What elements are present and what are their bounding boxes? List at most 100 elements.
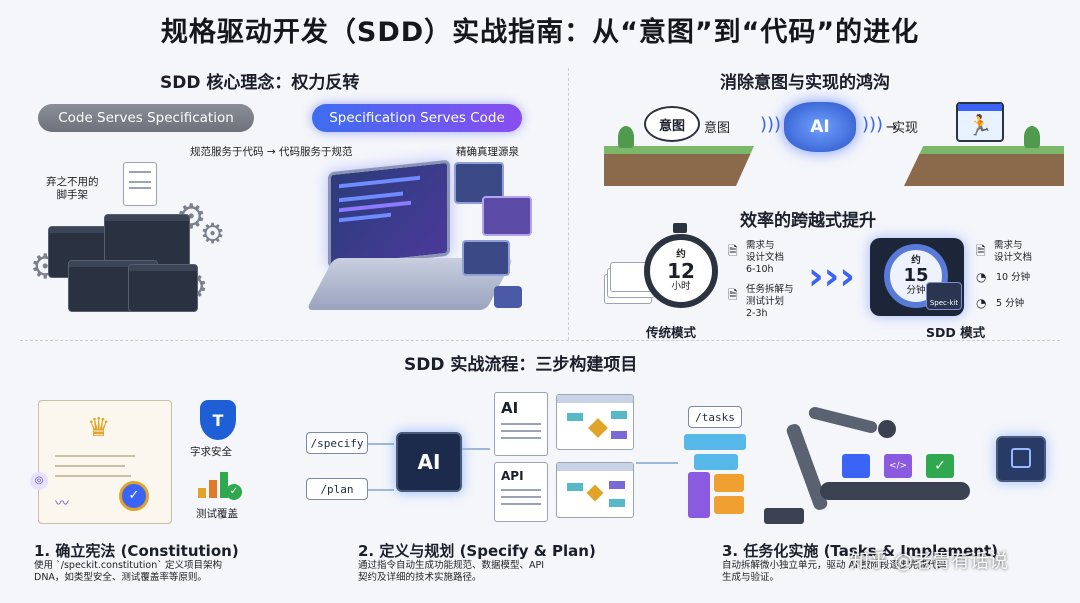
stopwatch-button-icon — [673, 223, 687, 233]
connector-line — [462, 448, 490, 450]
sdd-item-10min: 10 分钟 — [996, 272, 1031, 283]
task-block — [714, 474, 744, 492]
tree-icon — [1024, 126, 1040, 148]
sdd-mode-label: SDD 模式 — [926, 325, 986, 340]
task-block — [714, 496, 744, 514]
task-block — [684, 434, 746, 450]
gap-illustration: 意图 意图 AI ))) ))) 实现 → 🏃 — [604, 96, 1064, 188]
connector-line — [368, 489, 394, 491]
bar-chart-icon: ✓ — [198, 468, 242, 500]
floating-panel — [494, 286, 522, 308]
sdd-item-5min: 5 分钟 — [996, 298, 1025, 309]
sdd-time-prefix: 约 — [911, 255, 921, 267]
check-icon: ✓ — [226, 484, 242, 500]
task-block — [694, 454, 738, 470]
section-divider-horizontal — [20, 340, 1060, 341]
trad-item-design-docs: 需求与 设计文档 6-10h — [746, 240, 785, 275]
test-coverage-label: 测试覆盖 — [196, 508, 238, 520]
sdd-item-design-docs: 需求与 设计文档 — [994, 240, 1033, 263]
tree-icon — [618, 126, 634, 148]
trad-time-prefix: 约 — [676, 249, 686, 261]
floating-panel — [454, 162, 504, 204]
intent-label: 意图 — [704, 121, 731, 136]
flowchart-window — [556, 462, 634, 518]
impl-label: 实现 — [892, 121, 919, 136]
stopwatch-sdd: 约 15 分钟 — [884, 244, 948, 308]
scaffold-label: 弃之不用的 脚手架 — [46, 176, 99, 202]
step1-desc: 使用 `/speckit.constitution` 定义项目架构 DNA，如类… — [34, 560, 222, 583]
sdd-device: 约 15 分钟 Spec-kit — [870, 238, 964, 316]
ai-brain-icon: AI — [784, 102, 856, 152]
pill-spec-serves-code: Specification Serves Code — [312, 104, 522, 132]
reverse-caption: 规范服务于代码 → 代码服务于规范 — [190, 146, 353, 158]
check-icon: ✓ — [926, 454, 954, 478]
clock-icon: ◔ — [976, 270, 987, 284]
trad-time-value: 12 — [667, 259, 695, 283]
trad-time-unit: 小时 — [671, 281, 691, 292]
step3-title: 3. 任务化实施 (Tasks & Implement) — [722, 542, 998, 560]
tasks-command: /tasks — [688, 406, 742, 428]
floating-panel — [482, 196, 532, 236]
task-block — [688, 472, 710, 518]
ai-chip-icon: AI — [396, 432, 462, 492]
robot-arm — [785, 422, 829, 512]
robot-joint — [878, 420, 896, 438]
laptop-illustration — [306, 159, 536, 332]
document-icon: 🗎 — [728, 288, 738, 302]
right-cliff — [904, 146, 1064, 186]
section-divider-vertical — [568, 68, 569, 340]
flowchart-window — [556, 394, 634, 450]
intent-bubble: 意图 — [644, 106, 700, 142]
gap-heading: 消除意图与实现的鸿沟 — [720, 73, 890, 93]
scaffold-illustration: ⚙ ⚙ ⚙ ⚙ — [28, 160, 248, 320]
plan-command: /plan — [306, 478, 368, 500]
code-block-icon — [842, 454, 870, 478]
connector-line — [636, 462, 678, 464]
efficiency-heading: 效率的跨越式提升 — [740, 211, 876, 231]
laptop-screen — [328, 159, 450, 269]
step3-desc: 自动拆解微小独立单元，驱动 AI 按阶段逐步完成代码 生成与验证。 — [722, 560, 947, 583]
signal-waves-icon: ))) — [862, 114, 884, 135]
document-icon: 🗎 — [976, 244, 986, 258]
app-window-icon: 🏃 — [956, 102, 1004, 142]
doc-ai-label: AI — [501, 399, 519, 417]
robot-base — [764, 508, 804, 524]
crown-icon: ♛ — [87, 413, 111, 443]
sdd-time-unit: 分钟 — [906, 285, 926, 296]
connector-line — [368, 443, 394, 445]
truth-label: 精确真理源泉 — [456, 146, 519, 158]
step2-desc: 通过指令自动生成功能规范、数据模型、API 契约及详细的技术实施路径。 — [358, 560, 545, 583]
spec-document-ai: AI — [494, 392, 548, 456]
spec-kit-badge: Spec-kit — [926, 282, 962, 310]
robot-conveyor-illustration: </> ✓ — [760, 402, 980, 532]
signature-mark: 〰 — [55, 496, 69, 512]
step1-title: 1. 确立宪法 (Constitution) — [34, 542, 239, 560]
page-title: 规格驱动开发（SDD）实战指南：从“意图”到“代码”的进化 — [160, 17, 920, 48]
constitution-scroll: ♛ 〰 ✓ — [38, 400, 172, 524]
code-window-icon — [128, 264, 198, 312]
specify-command: /specify — [306, 432, 368, 454]
step2-title: 2. 定义与规划 (Specify & Plan) — [358, 542, 596, 560]
step1-illustration: ♛ 〰 ✓ ◎ T 字求安全 ✓ 测试覆盖 — [30, 392, 280, 532]
left-cliff — [604, 146, 754, 186]
shield-icon: T — [200, 400, 236, 440]
stopwatch-traditional: 约 12 小时 — [644, 234, 718, 308]
watermark: 知乎 @老胃有话说 — [850, 550, 1009, 572]
spec-document-icon — [123, 162, 157, 206]
type-safety-label: 字求安全 — [190, 446, 232, 458]
signal-waves-icon: ))) — [760, 114, 782, 135]
output-chip-icon — [996, 436, 1046, 482]
spec-document-api: API — [494, 462, 548, 522]
sdd-time-value: 15 — [903, 265, 929, 286]
seal-check-icon: ✓ — [119, 481, 149, 511]
traditional-mode-label: 传统模式 — [646, 325, 697, 340]
clock-icon: ◔ — [976, 296, 987, 310]
chevrons-right-icon: ››› — [808, 254, 855, 298]
document-icon: 🗎 — [728, 244, 738, 258]
trad-item-task-breakdown: 任务拆解与 测试计划 2-3h — [746, 284, 794, 319]
fingerprint-icon: ◎ — [30, 472, 48, 490]
floating-panel — [462, 240, 510, 276]
code-tag-icon: </> — [884, 454, 912, 478]
workflow-heading: SDD 实战流程：三步构建项目 — [404, 355, 638, 375]
conveyor-belt — [820, 482, 970, 500]
